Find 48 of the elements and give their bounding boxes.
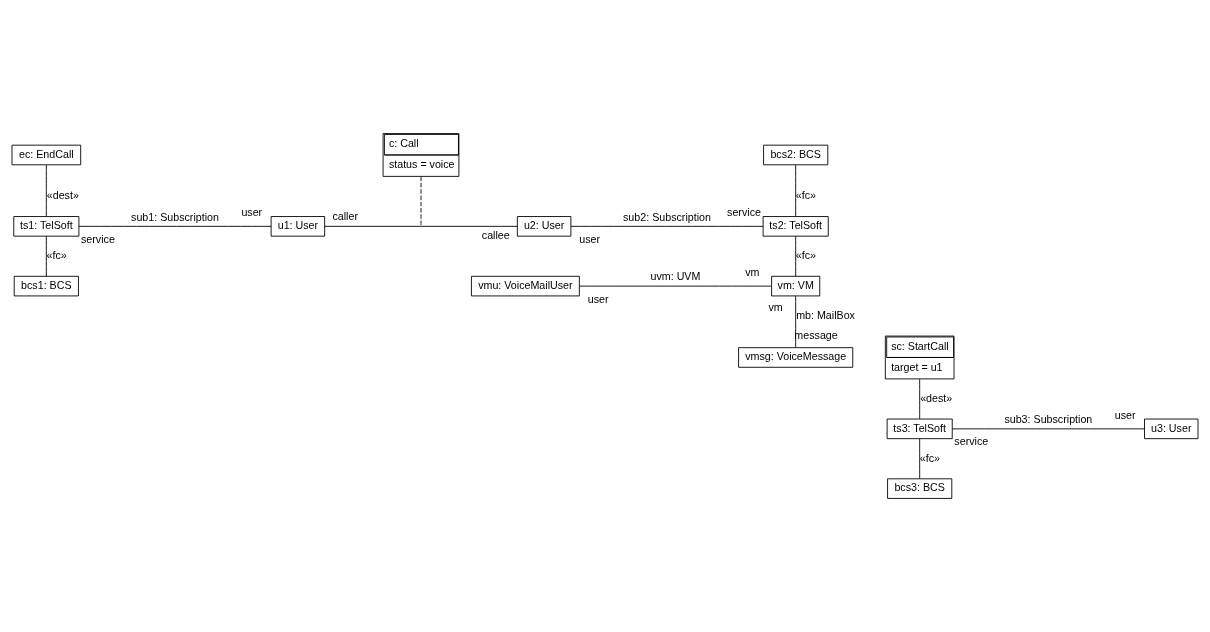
connector [45, 235, 47, 277]
label: service [954, 435, 989, 448]
edge-label: sub1: Subscription [131, 210, 219, 223]
label: service [727, 206, 761, 219]
node-box: ts3: TelSoft [886, 418, 953, 440]
label: user [579, 232, 601, 245]
edge-label: mb: MailBox [796, 308, 855, 321]
label: user [587, 292, 609, 305]
node-box: vmu: VoiceMailUser [470, 275, 580, 297]
edge-label: sub3: Subscription [1004, 413, 1093, 426]
connector [570, 225, 764, 227]
connector [795, 295, 797, 348]
edge-label: «fc» [795, 189, 817, 202]
edge-label: sub2: Subscription [623, 210, 711, 223]
node-box: bcs1: BCS [13, 275, 79, 297]
connector [919, 378, 921, 420]
connector [919, 438, 921, 479]
edge-label: «fc» [46, 249, 67, 261]
connector [579, 285, 772, 287]
node-box: vmsg: VoiceMessage [738, 347, 854, 368]
label: caller [332, 209, 359, 222]
node-box: u1: User [270, 216, 326, 237]
connector [78, 225, 272, 227]
node-box: u2: User [516, 216, 572, 237]
edge-label: «dest» [920, 391, 953, 404]
connector [324, 225, 518, 227]
connector [45, 164, 47, 217]
connector [795, 235, 797, 277]
node-box: ts1: TelSoft [13, 216, 80, 237]
connector [795, 164, 797, 217]
node-box: bcs3: BCS [887, 478, 953, 499]
edge-label: uvm: UVM [650, 270, 701, 283]
edge-label: «fc» [919, 451, 941, 464]
connector [420, 176, 422, 226]
node-box: ec: EndCall [11, 144, 82, 166]
label: vm [768, 300, 783, 313]
node-box: ts2: TelSoft [762, 216, 829, 237]
label: service [81, 232, 115, 245]
connector [951, 428, 1145, 430]
label: vm [745, 266, 760, 279]
edge-label: «dest» [46, 189, 79, 202]
node-box: u3: User [1144, 418, 1199, 440]
node-box: bcs2: BCS [763, 144, 829, 166]
label: callee [481, 229, 510, 242]
edge-label: «fc» [795, 249, 817, 261]
label: user [1114, 408, 1136, 421]
node-box: vm: VM [771, 275, 821, 297]
label: user [241, 206, 263, 219]
